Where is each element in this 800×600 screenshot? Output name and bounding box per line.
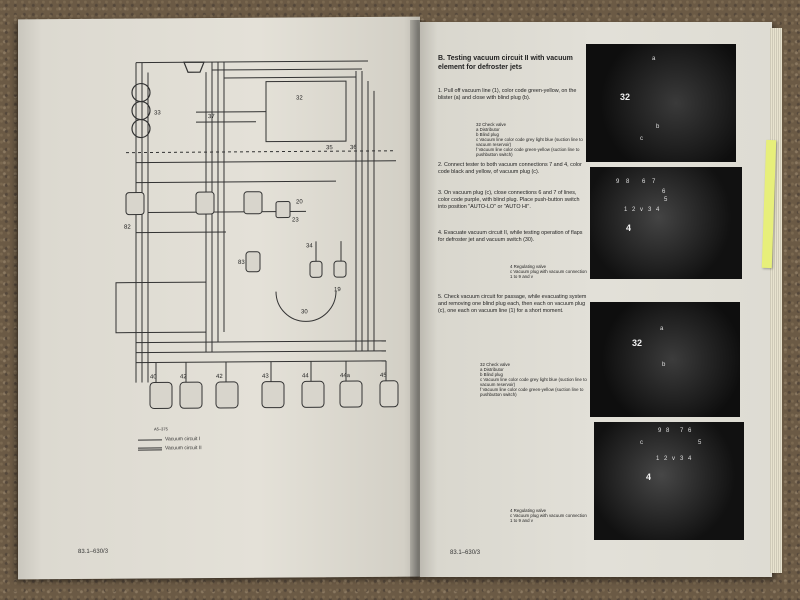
open-manual: 33 37 32 35 36 20 23 34 82 30 19 83 40 4… [10, 12, 782, 582]
diagram-label: 36 [350, 145, 357, 151]
legend-line-ii [138, 446, 162, 451]
diagram-label: 34 [306, 243, 313, 249]
photo-vacuum-plug-2: 9 8 7 6 c 5 1 2 v 3 4 4 [594, 422, 744, 540]
diagram-label: 40 [150, 374, 157, 380]
diagram-label: 83 [238, 260, 245, 266]
diagram-label: 30 [301, 309, 308, 315]
legend-label-ii: Vacuum circuit II [165, 445, 202, 452]
caption-2: 4 Regulating valve c Vacuum plug with va… [510, 264, 587, 279]
page-edges [770, 28, 782, 573]
diagram-label: 32 [296, 95, 303, 101]
diagram-label: 23 [292, 217, 299, 223]
diagram-label: 19 [334, 287, 341, 293]
step-4: 4. Evacuate vacuum circuit II, while tes… [438, 230, 583, 243]
diagram-label: 44 [302, 373, 309, 379]
diagram-label: 35 [326, 145, 333, 151]
legend-line-i [138, 438, 162, 441]
photo-check-valve-1: 32 a b c [586, 44, 736, 162]
step-1: 1. Pull off vacuum line (1), color code … [438, 88, 577, 101]
diagram-label: 82 [124, 225, 131, 231]
diagram-label: 37 [208, 114, 215, 120]
diagram-label: 43 [262, 374, 269, 380]
diagram-label: 33 [154, 110, 161, 116]
left-page: 33 37 32 35 36 20 23 34 82 30 19 83 40 4… [18, 16, 420, 580]
step-2: 2. Connect tester to both vacuum connect… [438, 162, 582, 175]
caption-3: 32 Check valve a Distributor b Blind plu… [480, 362, 587, 397]
legend-label-i: Vacuum circuit I [165, 436, 201, 443]
left-page-folio: 83.1–630/3 [78, 548, 109, 555]
diagram-label: 44a [340, 373, 351, 379]
caption-1: 32 Check valve a Distributor b Blind plu… [476, 122, 583, 157]
diagram-label: 42 [216, 374, 223, 380]
diagram-label: 45 [380, 373, 387, 379]
photo-vacuum-plug-1: 9 8 6 7 6 5 1 2 v 3 4 4 [590, 167, 742, 279]
section-heading: B. Testing vacuum circuit II with vacuum… [438, 55, 573, 71]
step-3: 3. On vacuum plug (c), close connections… [438, 190, 580, 210]
caption-4: 4 Regulating valve c Vacuum plug with va… [510, 508, 587, 523]
diagram-legend: Vacuum circuit I Vacuum circuit II [138, 436, 202, 454]
diagram-label: 42 [180, 374, 187, 380]
right-page-folio: 83.1–630/3 [450, 550, 481, 556]
vacuum-circuit-diagram: 33 37 32 35 36 20 23 34 82 30 19 83 40 4… [115, 60, 399, 431]
photo-check-valve-2: 32 a b [590, 302, 740, 417]
diagram-scale-note: A5–375 [154, 426, 169, 431]
step-5: 5. Check vacuum circuit for passage, whi… [438, 294, 587, 314]
diagram-label: 20 [296, 199, 303, 205]
